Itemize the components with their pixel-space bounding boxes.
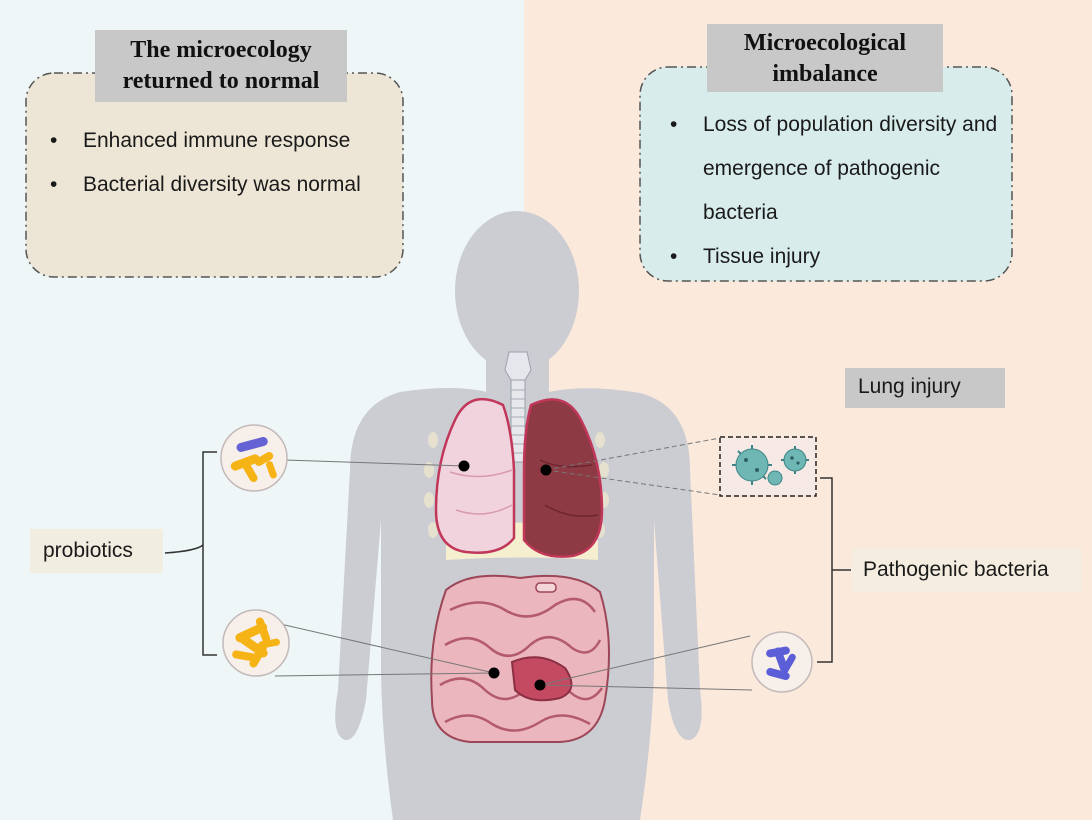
list-item: Tissue injury xyxy=(670,235,1000,279)
left-panel-title: The microecology returned to normal xyxy=(95,30,347,102)
right-panel-title: Microecological imbalance xyxy=(707,24,943,92)
intestines xyxy=(430,574,610,743)
probiotic-bacteria-circle-lung xyxy=(220,424,288,492)
probiotics-label: probiotics xyxy=(30,529,163,573)
pathogenic-bacteria-circle xyxy=(751,631,813,693)
organ-markers xyxy=(458,460,552,691)
pathogenic-bacteria-label: Pathogenic bacteria xyxy=(851,548,1082,592)
list-item: Loss of population diversity and emergen… xyxy=(670,103,1000,235)
list-item: Enhanced immune response xyxy=(50,119,400,163)
list-item: Bacterial diversity was normal xyxy=(50,163,400,207)
virus-box xyxy=(719,436,817,497)
lung-injury-label: Lung injury xyxy=(845,368,1005,408)
brackets xyxy=(164,451,851,663)
left-panel-bullets: Enhanced immune response Bacterial diver… xyxy=(50,119,400,207)
probiotic-bacteria-circle-gut xyxy=(222,609,290,677)
trachea xyxy=(504,351,532,463)
injured-lung xyxy=(522,398,604,558)
connector-lines xyxy=(274,437,753,691)
right-panel-bullets: Loss of population diversity and emergen… xyxy=(670,103,1000,279)
ribs xyxy=(424,432,609,538)
